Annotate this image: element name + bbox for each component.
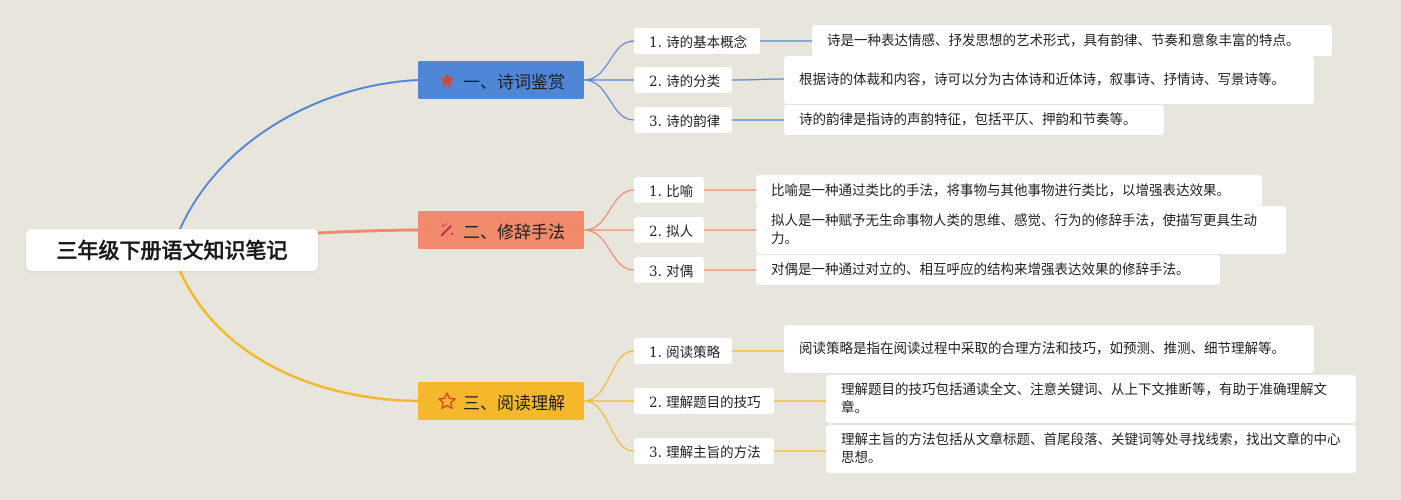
- detail-note: 根据诗的体裁和内容，诗可以分为古体诗和近体诗，叙事诗、抒情诗、写景诗等。: [784, 56, 1314, 104]
- detail-note: 理解题目的技巧包括通读全文、注意关键词、从上下文推断等，有助于准确理解文章。: [826, 375, 1356, 423]
- topic-node[interactable]: 3. 诗的韵律: [634, 107, 732, 133]
- detail-text: 阅读策略是指在阅读过程中采取的合理方法和技巧，如预测、推测、细节理解等。: [799, 341, 1285, 357]
- detail-text: 理解主旨的方法包括从文章标题、首尾段落、关键词等处寻找线索，找出文章的中心思想。: [841, 432, 1341, 466]
- detail-note: 阅读策略是指在阅读过程中采取的合理方法和技巧，如预测、推测、细节理解等。: [784, 325, 1314, 373]
- branch-label: 三、阅读理解: [463, 393, 565, 414]
- topic-label: 2. 拟人: [649, 224, 694, 240]
- detail-note: 对偶是一种通过对立的、相互呼应的结构来增强表达效果的修辞手法。: [756, 255, 1220, 285]
- root-node[interactable]: 三年级下册语文知识笔记: [26, 229, 318, 271]
- topic-label: 3. 理解主旨的方法: [649, 445, 761, 461]
- topic-label: 1. 比喻: [649, 184, 694, 200]
- topic-node[interactable]: 1. 诗的基本概念: [634, 28, 760, 54]
- star-icon: [437, 70, 457, 90]
- detail-text: 拟人是一种赋予无生命事物人类的思维、感觉、行为的修辞手法，使描写更具生动力。: [771, 213, 1257, 247]
- star-outline-icon: [437, 391, 457, 411]
- topic-node[interactable]: 3. 理解主旨的方法: [634, 438, 774, 464]
- topic-label: 1. 诗的基本概念: [649, 35, 748, 51]
- branch-node-poetry[interactable]: 一、诗词鉴赏: [418, 61, 584, 99]
- root-title: 三年级下册语文知识笔记: [56, 239, 288, 263]
- topic-node[interactable]: 2. 拟人: [634, 217, 704, 243]
- detail-note: 理解主旨的方法包括从文章标题、首尾段落、关键词等处寻找线索，找出文章的中心思想。: [826, 425, 1356, 473]
- detail-text: 诗的韵律是指诗的声韵特征，包括平仄、押韵和节奏等。: [799, 112, 1137, 128]
- magic-wand-icon: [437, 220, 457, 240]
- detail-note: 诗是一种表达情感、抒发思想的艺术形式，具有韵律、节奏和意象丰富的特点。: [812, 25, 1332, 56]
- topic-label: 2. 理解题目的技巧: [649, 395, 761, 411]
- detail-note: 拟人是一种赋予无生命事物人类的思维、感觉、行为的修辞手法，使描写更具生动力。: [756, 206, 1286, 254]
- connector-root-branch1: [179, 79, 419, 230]
- topic-node[interactable]: 2. 诗的分类: [634, 67, 732, 93]
- topic-label: 3. 对偶: [649, 264, 694, 280]
- topic-label: 1. 阅读策略: [649, 345, 721, 361]
- topic-node[interactable]: 1. 比喻: [634, 177, 704, 203]
- detail-text: 对偶是一种通过对立的、相互呼应的结构来增强表达效果的修辞手法。: [771, 262, 1190, 278]
- branch-node-reading[interactable]: 三、阅读理解: [418, 382, 584, 420]
- branch-node-rhetoric[interactable]: 二、修辞手法: [418, 211, 584, 249]
- topic-node[interactable]: 3. 对偶: [634, 257, 704, 283]
- topic-label: 2. 诗的分类: [649, 74, 721, 90]
- connector-root-branch3: [178, 270, 419, 403]
- topic-node[interactable]: 2. 理解题目的技巧: [634, 388, 774, 414]
- detail-text: 根据诗的体裁和内容，诗可以分为古体诗和近体诗，叙事诗、抒情诗、写景诗等。: [799, 72, 1285, 88]
- detail-note: 诗的韵律是指诗的声韵特征，包括平仄、押韵和节奏等。: [784, 105, 1164, 135]
- branch-label: 一、诗词鉴赏: [463, 72, 565, 93]
- connector-root-branch2: [317, 228, 419, 235]
- topic-node[interactable]: 1. 阅读策略: [634, 338, 732, 364]
- detail-text: 理解题目的技巧包括通读全文、注意关键词、从上下文推断等，有助于准确理解文章。: [841, 382, 1327, 416]
- detail-text: 诗是一种表达情感、抒发思想的艺术形式，具有韵律、节奏和意象丰富的特点。: [827, 32, 1300, 49]
- detail-note: 比喻是一种通过类比的手法，将事物与其他事物进行类比，以增强表达效果。: [756, 175, 1262, 206]
- detail-text: 比喻是一种通过类比的手法，将事物与其他事物进行类比，以增强表达效果。: [771, 182, 1230, 199]
- branch-label: 二、修辞手法: [463, 222, 565, 243]
- topic-label: 3. 诗的韵律: [649, 114, 721, 130]
